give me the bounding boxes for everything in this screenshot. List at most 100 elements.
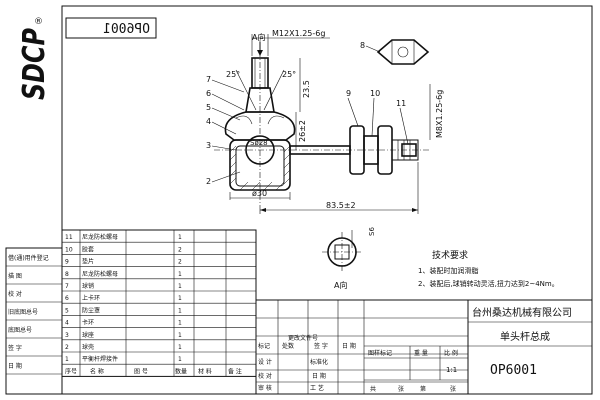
a-view-detail: S6 A向 [322,227,376,290]
angle-left-label: 25° [226,70,240,79]
bom-row-no: 11 [65,234,73,241]
balloon-4: 4 [206,117,211,126]
strip-trace: 描 图 [8,272,22,280]
bom-row-qty: 1 [178,295,182,302]
bom-row-name: 球销 [82,282,94,290]
tb-weight: 重 量 [414,349,428,357]
length-dim: 83.5±2 [326,201,356,210]
strip-base: 底图总号 [8,326,32,334]
tb-sheet-word: 张 [398,385,404,393]
logo-registered-mark: ® [34,17,43,27]
tb-approve-date: 日 期 [312,372,326,380]
view-label-a-top: A向 [252,32,265,42]
part-name: 单头杆总成 [500,330,550,343]
bom-row-no: 9 [65,259,69,266]
bom-row-name: 防尘罩 [82,306,100,314]
bom-row-name: 尼龙防松螺母 [82,233,118,241]
bom-header-code: 图 号 [134,368,148,375]
bom-row-qty: 2 [178,259,182,266]
strip-check: 校 对 [8,290,22,298]
thread-side-dim: M8X1.25-6g [435,90,444,138]
bom-row-name: 上卡环 [82,294,100,302]
title-block: 标记 处数 更改文件号 签 字 日 期 设 计 标准化 校 对 审 核 工 艺 … [255,299,593,395]
balloon-6: 6 [206,89,211,98]
tb-total: 共 [370,385,376,393]
bom-row-qty: 1 [178,283,182,290]
bom-row-no: 4 [65,320,69,327]
bom-header-remark: 备 注 [228,367,242,375]
height-2-dim: 26±2 [298,120,307,142]
angle-right-label: 25° [282,70,296,79]
strip-date: 日 期 [8,362,22,370]
bom-row-name: 胶套 [82,245,94,253]
strip-sign: 签 字 [8,344,22,352]
tb-ratio: 比 例 [444,349,458,357]
bom-row-qty: 1 [178,356,182,363]
bom-row-no: 3 [65,332,69,339]
balloon-9: 9 [346,89,351,98]
nut-detail [376,39,430,65]
bom-row-qty: 1 [178,307,182,314]
notes-title: 技术要求 [432,249,468,261]
sdcp-logo: SDCP ® [17,17,52,100]
bom-row-no: 2 [65,344,69,351]
view-label-a-bottom: A向 [334,280,347,290]
bom-row-no: 10 [65,246,73,253]
ball-joint-view: A向 25° 25° [206,29,444,214]
flat-dim: S6 [368,227,376,236]
bom-row-qty: 1 [178,271,182,278]
bom-header-qty: 数量 [175,367,187,375]
balloon-10: 10 [370,89,380,98]
bom-row-name: 卡环 [82,319,94,327]
tb-standard: 标准化 [310,358,328,366]
tb-craft: 工 艺 [310,384,324,392]
balloon-3: 3 [206,141,211,150]
strip-old-base: 旧底图总号 [8,308,38,316]
balloon-11: 11 [396,99,406,108]
tb-page: 第 [420,385,426,393]
drawing-number-mirrored: OP6001 [103,22,150,37]
tb-review: 审 核 [258,384,272,392]
tb-mark: 标记 [258,342,270,350]
bom-row-name: 尼龙防松螺母 [82,270,118,278]
tb-page-word: 张 [450,385,456,393]
tb-change-doc: 更改文件号 [288,334,318,342]
dia-30-dim: ø30 [252,189,267,198]
bom-row-qty: 2 [178,246,182,253]
drawing-number-box: OP6001 [65,17,157,39]
technical-notes: 技术要求 1、装配时加润滑脂 2、装配后,球销转动灵活,扭力达到2~4Nm。 [418,249,559,288]
notes-line-2: 2、装配后,球销转动灵活,扭力达到2~4Nm。 [418,279,559,288]
balloon-7: 7 [206,75,211,84]
bom-row-qty: 1 [178,332,182,339]
bom-header-material: 材 料 [198,367,212,375]
notes-line-1: 1、装配时加润滑脂 [418,266,478,275]
bom-row-qty: 1 [178,344,182,351]
bom-row-no: 1 [65,356,69,363]
tb-count: 处数 [282,342,294,350]
bom-row-no: 7 [65,283,69,290]
left-strip: 借(通)用件登记 描 图 校 对 旧底图总号 底图总号 签 字 日 期 [5,247,63,395]
bom-row-qty: 1 [178,320,182,327]
tb-stage-mark: 图样标记 [368,349,392,357]
tb-scale-value: 1:1 [446,366,457,374]
sphere-dim-label: Sø28 [250,139,268,147]
bom-row-no: 5 [65,307,69,314]
bom-header-no: 序号 [65,367,77,375]
part-balloons: 7 6 5 4 3 2 9 10 11 8 [206,41,409,186]
tb-date: 日 期 [342,342,356,350]
bom-row-qty: 1 [178,234,182,241]
bom-row-no: 6 [65,295,69,302]
balloon-2: 2 [206,177,211,186]
balloon-8: 8 [360,41,365,50]
bom-row-name: 垫片 [82,258,94,266]
bom-row-no: 8 [65,271,69,278]
bom-row-name: 平衡杆焊接件 [82,355,118,363]
bom-row-name: 球壳 [82,343,94,351]
company-name: 台州桑达机械有限公司 [472,306,572,319]
strip-borrow: 借(通)用件登记 [8,254,49,262]
tb-sign: 签 字 [314,342,328,350]
tb-check: 校 对 [258,372,272,380]
bom-header-name: 名 称 [90,367,104,375]
